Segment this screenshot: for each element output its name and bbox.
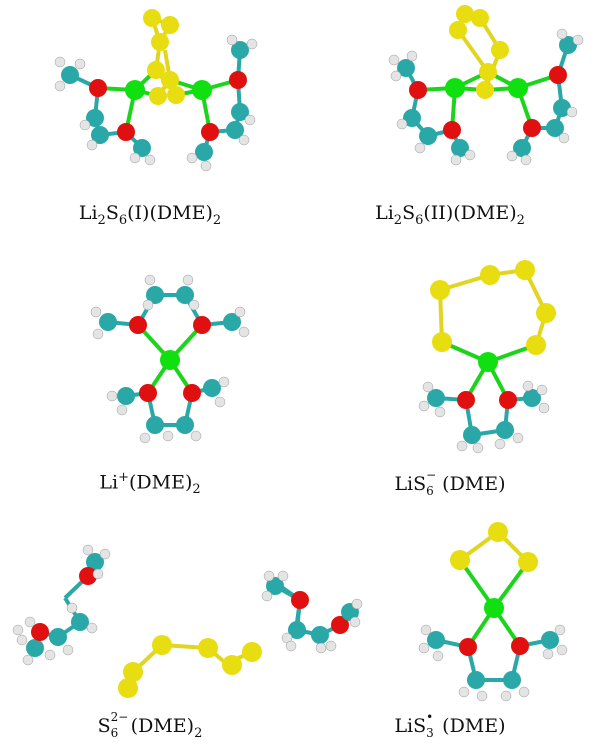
panel-s6-dme2-right-dme bbox=[255, 500, 365, 750]
molecule-li2s6-ii bbox=[388, 5, 584, 166]
panel-li2s6-i: Li2S6(I)(DME)2 bbox=[0, 0, 300, 250]
panel-lis3-dme: LiS•3(DME) bbox=[300, 500, 600, 750]
caption-li-dme2: Li+(DME)2 bbox=[99, 470, 201, 498]
molecule-lis6-dme bbox=[418, 260, 556, 454]
caption-lis6-dme: LiS−6(DME) bbox=[394, 468, 506, 498]
panel-lis6-dme: LiS−6(DME) bbox=[300, 250, 600, 500]
molecule-lis3-dme bbox=[418, 522, 568, 702]
molecule-li2s6-i bbox=[54, 9, 258, 172]
molecule-s6-dme2-right bbox=[261, 570, 363, 654]
caption-li2s6-i: Li2S6(I)(DME)2 bbox=[78, 202, 222, 228]
molecule-li-dme2 bbox=[90, 274, 250, 444]
panel-li2s6-ii: Li2S6(II)(DME)2 bbox=[300, 0, 600, 250]
caption-lis3-dme: LiS•3(DME) bbox=[394, 710, 506, 740]
panel-li-dme2: Li+(DME)2 bbox=[0, 250, 300, 500]
caption-li2s6-ii: Li2S6(II)(DME)2 bbox=[375, 202, 525, 228]
